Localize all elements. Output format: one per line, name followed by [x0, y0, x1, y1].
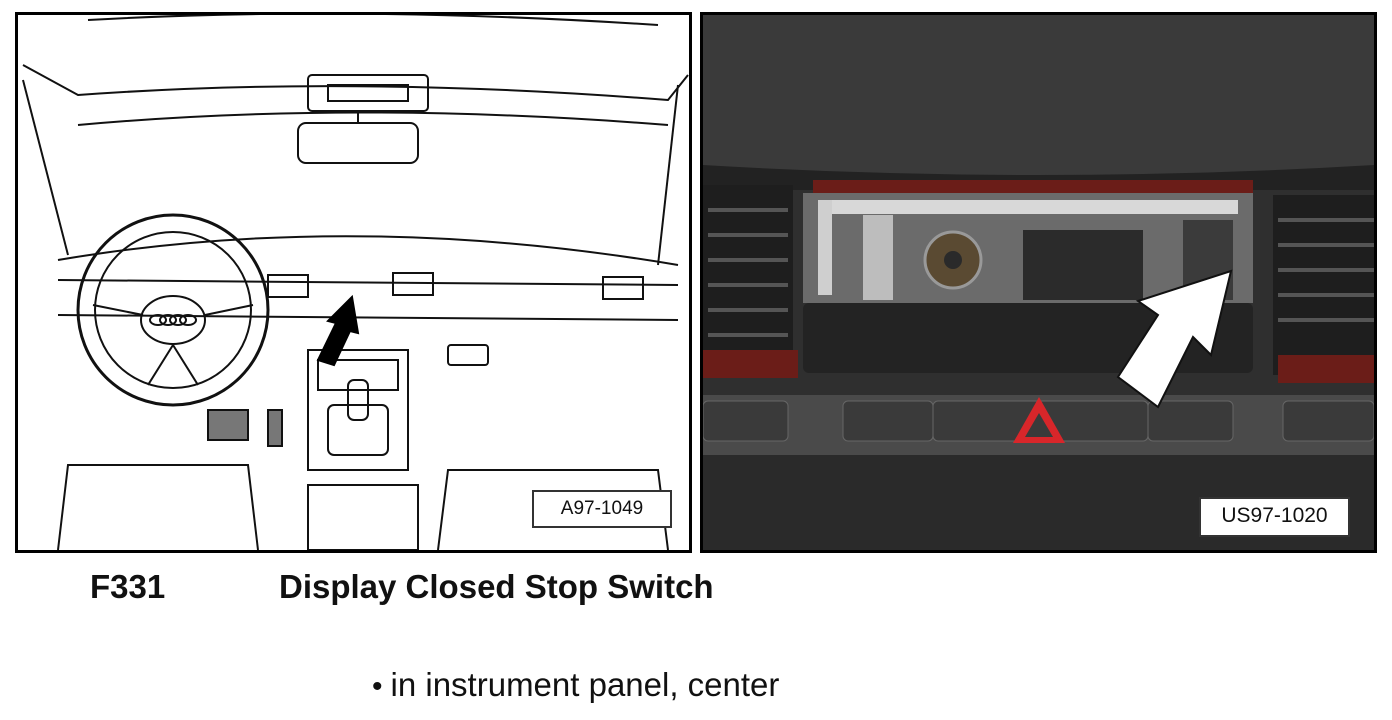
- figure-label-right: US97-1020: [1199, 497, 1350, 537]
- figure-photo: US97-1020: [700, 12, 1377, 553]
- figure-label-left: A97-1049: [532, 490, 672, 528]
- location-arrow: [1116, 269, 1233, 409]
- location-arrow: [316, 294, 360, 367]
- figure-line-drawing: A97-1049: [15, 12, 692, 553]
- component-name: Display Closed Stop Switch: [279, 568, 714, 605]
- interior-drawing: [22, 15, 689, 550]
- dashboard-photo: [703, 15, 1374, 550]
- location-note: •in instrument panel, center: [372, 666, 779, 704]
- bullet-icon: •: [372, 670, 383, 703]
- component-id: F331: [90, 568, 166, 605]
- location-text: in instrument panel, center: [390, 666, 780, 703]
